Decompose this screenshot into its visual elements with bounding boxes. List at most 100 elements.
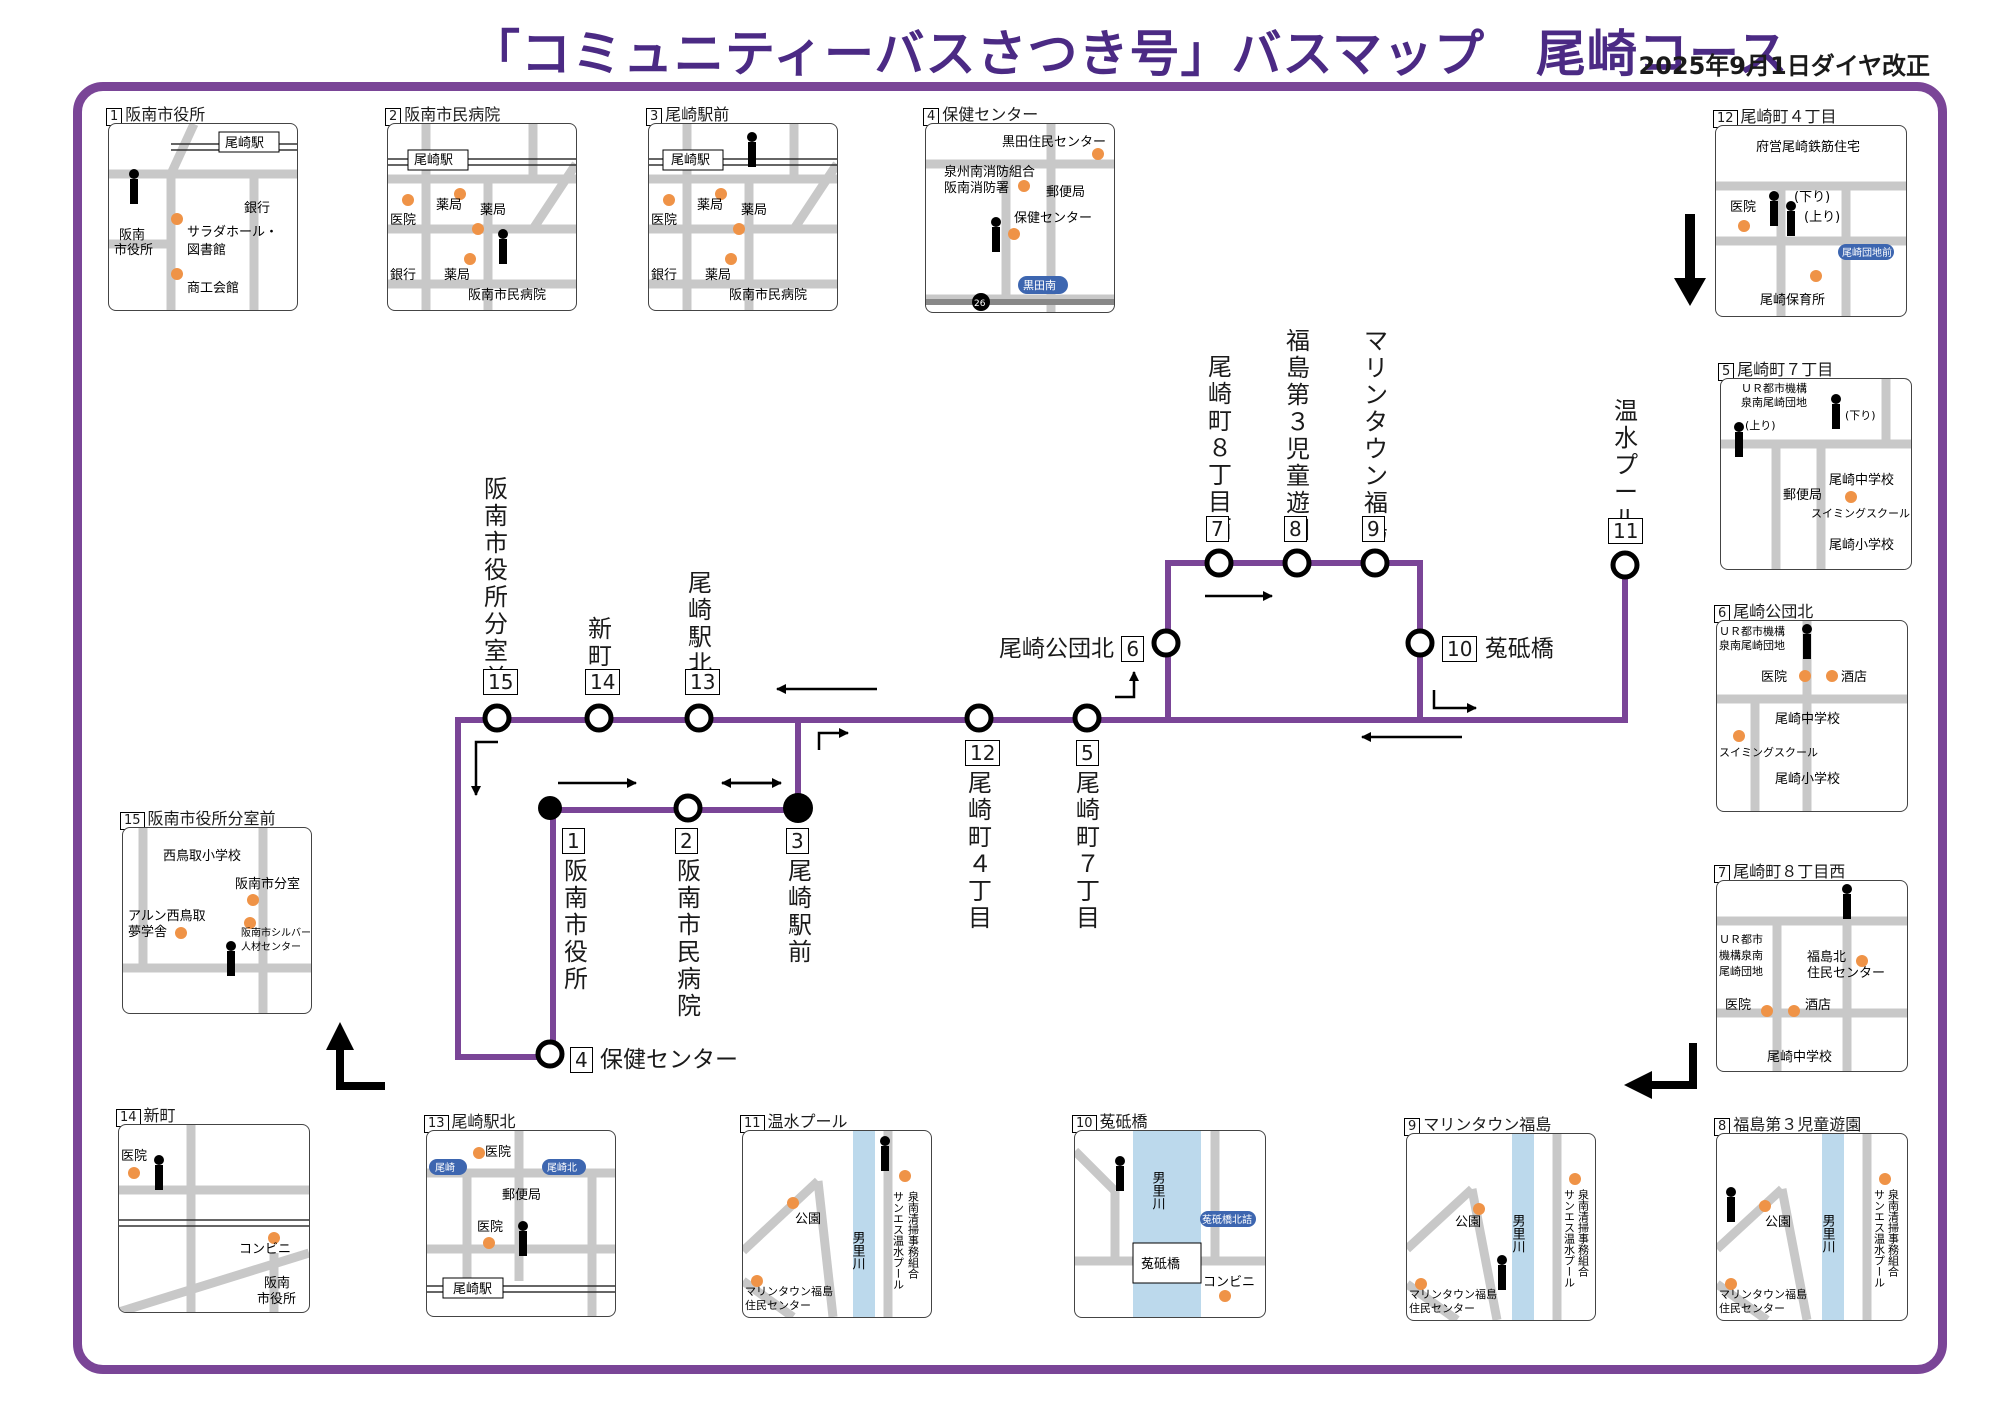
inset-14-label: コンビニ	[239, 1242, 291, 1257]
stop-2-name: 阪南市民病院	[677, 857, 701, 1020]
inset-15-label: 人材センター	[241, 940, 301, 953]
inset-5-label: (下り)	[1845, 409, 1876, 422]
inset-2-label: 薬局	[444, 268, 470, 283]
inset-13-label: 医院	[485, 1145, 511, 1160]
stop-12-name: 尾崎町４丁目	[968, 769, 992, 932]
inset-4-label: 郵便局	[1046, 185, 1085, 200]
inset-4-label: 26	[974, 299, 986, 309]
inset-13-label: 医院	[477, 1220, 503, 1235]
stop-9-marker	[1360, 548, 1390, 578]
inset-6-label: 医院	[1761, 670, 1787, 685]
stop-12-marker	[964, 703, 994, 733]
inset-6-label: 尾崎小学校	[1775, 771, 1840, 787]
page-title: 「コミュニティーバスさつき号」バスマップ 尾崎コース	[470, 25, 1789, 83]
inset-9-label: マリンタウン福島	[1409, 1287, 1497, 1301]
inset-7-label: 尾崎中学校	[1767, 1049, 1832, 1065]
inset-4-label: 保健センター	[1014, 211, 1092, 226]
stop-7-number: 7	[1206, 516, 1229, 542]
stop-1-name: 阪南市役所	[564, 857, 588, 993]
inset-3-label: 薬局	[705, 268, 731, 283]
stop-12-number: 12	[965, 740, 1001, 766]
inset-1-label: 尾崎駅	[225, 136, 264, 151]
inset-2-label: 銀行	[390, 268, 416, 283]
stop-6-name: 尾崎公団北	[999, 636, 1114, 662]
inset-5-label: 尾崎小学校	[1829, 537, 1894, 553]
stop-14-number: 14	[585, 669, 621, 695]
stop-10-name: 菟砥橋	[1484, 636, 1554, 662]
inset-8-label: 公園	[1765, 1215, 1791, 1230]
stop-4-marker	[535, 1039, 565, 1069]
stop-8-name: 福島第３児童遊園	[1286, 327, 1310, 544]
inset-14-label: 阪南	[264, 1275, 290, 1291]
inset-12-label: (上り)	[1804, 210, 1840, 225]
stop-3-number: 3	[786, 828, 809, 854]
inset-8-label: マリンタウン福島	[1719, 1287, 1807, 1301]
stop-8-number: 8	[1284, 516, 1307, 542]
stop-5-name: 尾崎町７丁目	[1076, 769, 1100, 932]
stop-13-marker	[684, 703, 714, 733]
stop-15-name: 阪南市役所分室前	[484, 475, 508, 692]
inset-7-label: 住民センター	[1807, 966, 1885, 981]
inset-7-label: 酒店	[1805, 998, 1831, 1013]
stop-markers	[482, 548, 1640, 1069]
inset-3-label: 薬局	[741, 203, 767, 218]
stop-2-marker	[673, 793, 703, 823]
inset-5-label: 郵便局	[1783, 488, 1822, 503]
stop-7-marker	[1204, 548, 1234, 578]
inset-12-label: 尾崎保育所	[1760, 292, 1825, 308]
stop-11-marker	[1610, 550, 1640, 580]
inset-3-label: 銀行	[651, 268, 677, 283]
inset-4-label: 黒田南	[1023, 279, 1056, 292]
stop-13-number: 13	[685, 669, 721, 695]
inset-1-label: 図書館	[187, 243, 226, 258]
inset-11-label: 泉南清掃事務組合	[907, 1190, 920, 1279]
stop-1-marker	[538, 796, 562, 820]
stop-14-name: 新町	[588, 615, 612, 670]
inset-5-label: 尾崎中学校	[1829, 472, 1894, 488]
inset-2-label: 薬局	[480, 203, 506, 218]
stop-15-marker	[482, 703, 512, 733]
inset-13-label: 尾崎駅	[453, 1282, 492, 1297]
inset-11-label: 男里川	[850, 1231, 866, 1270]
stop-6-marker	[1151, 628, 1181, 658]
inset-12-label: 府営尾崎鉄筋住宅	[1756, 139, 1860, 155]
stop-1-number: 1	[562, 828, 585, 854]
inset-15-label: 西鳥取小学校	[163, 848, 241, 864]
inset-7-label: 福島北	[1807, 950, 1846, 965]
inset-12-label: 尾崎団地前	[1842, 246, 1892, 259]
inset-7-label: 医院	[1725, 998, 1751, 1013]
stop-4-number: 4	[570, 1047, 593, 1073]
inset-7-label: 尾崎団地	[1719, 964, 1763, 978]
inset-4-label: 阪南消防署	[944, 180, 1009, 196]
inset-10-label: コンビニ	[1203, 1275, 1255, 1290]
inset-8-label: 男里川	[1820, 1214, 1836, 1253]
inset-13-label: 尾崎	[435, 1161, 455, 1174]
stop-3-name: 尾崎駅前	[788, 857, 812, 966]
inset-15-label: 阪南市シルバー	[241, 926, 311, 939]
inset-5-label: スイミングスクール	[1811, 506, 1910, 520]
stop-6-number: 6	[1121, 636, 1145, 662]
inset-8-label: 住民センター	[1719, 1301, 1785, 1315]
stop-9-number: 9	[1362, 516, 1385, 542]
inset-3-label: 医院	[651, 213, 677, 228]
stop-15-number: 15	[483, 669, 519, 695]
inset-13-label: 尾崎北	[547, 1161, 577, 1174]
stop-11-number: 11	[1608, 518, 1644, 544]
inset-15-label: アルン西鳥取	[128, 909, 206, 924]
inset-6-label: 尾崎中学校	[1775, 711, 1840, 727]
inset-9-label: 男里川	[1510, 1214, 1526, 1253]
stop-10-marker	[1405, 628, 1435, 658]
inset-4-label: 黒田住民センター	[1002, 135, 1106, 150]
inset-9-label: サンエス温水プール	[1563, 1189, 1576, 1288]
inset-5-label: 泉南尾崎団地	[1741, 395, 1807, 409]
inset-11-label: 住民センター	[745, 1298, 811, 1312]
map-frame	[73, 82, 1947, 1374]
